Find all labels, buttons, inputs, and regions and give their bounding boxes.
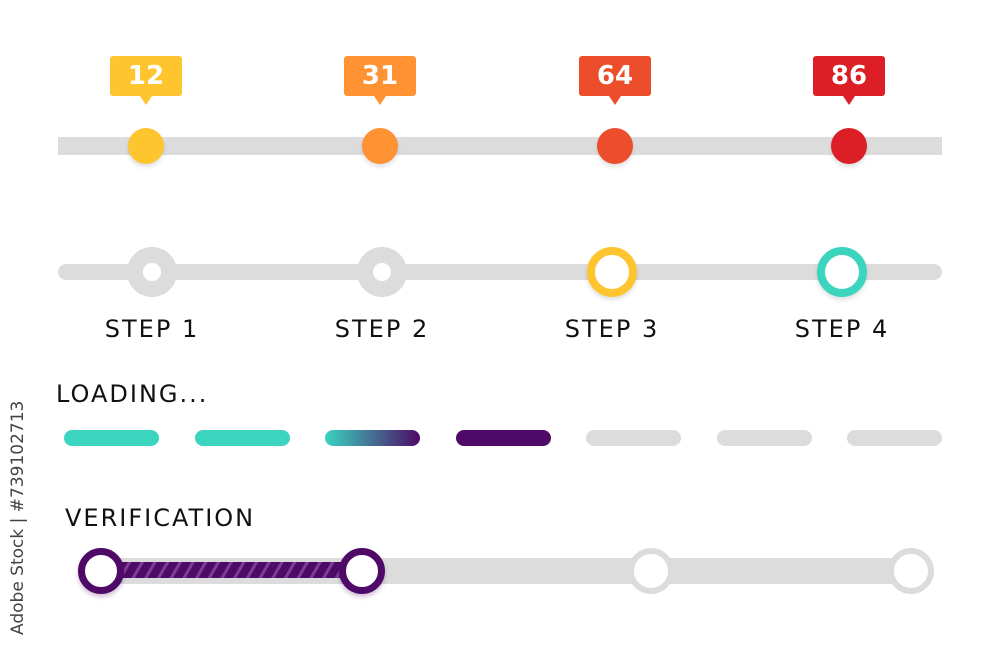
step-label: STEP 1 [104,315,200,343]
loading-segment [586,430,681,446]
slider-handle[interactable] [128,128,164,164]
slider-handle[interactable] [831,128,867,164]
verification-progress-fill [110,562,360,578]
value-slider-track[interactable] [58,137,942,155]
value-bubble: 12 [110,56,182,105]
step-node-1[interactable] [127,247,177,297]
verification-node-3[interactable] [628,548,674,594]
verification-node-2[interactable] [339,548,385,594]
step-label: STEP 4 [794,315,890,343]
loading-segment [716,430,812,446]
step-label: STEP 2 [334,315,430,343]
loading-segment [64,430,159,446]
verification-node-1[interactable] [78,548,124,594]
value-bubble: 31 [344,56,416,105]
step-node-3[interactable] [587,247,637,297]
step-label: STEP 3 [564,315,660,343]
loading-segment [455,430,551,446]
slider-handle[interactable] [597,128,633,164]
verification-node-4[interactable] [888,548,934,594]
loading-segment [325,430,420,446]
loading-segment [847,430,942,446]
verification-label: VERIFICATION [65,504,256,532]
loading-segment [194,430,290,446]
loading-label: LOADING... [56,380,209,408]
watermark: Adobe Stock | #739102713 [8,400,28,635]
slider-handle[interactable] [362,128,398,164]
step-node-4[interactable] [817,247,867,297]
step-node-2[interactable] [357,247,407,297]
stepper-track [58,264,942,280]
value-bubble: 86 [813,56,885,105]
value-bubble: 64 [579,56,651,105]
